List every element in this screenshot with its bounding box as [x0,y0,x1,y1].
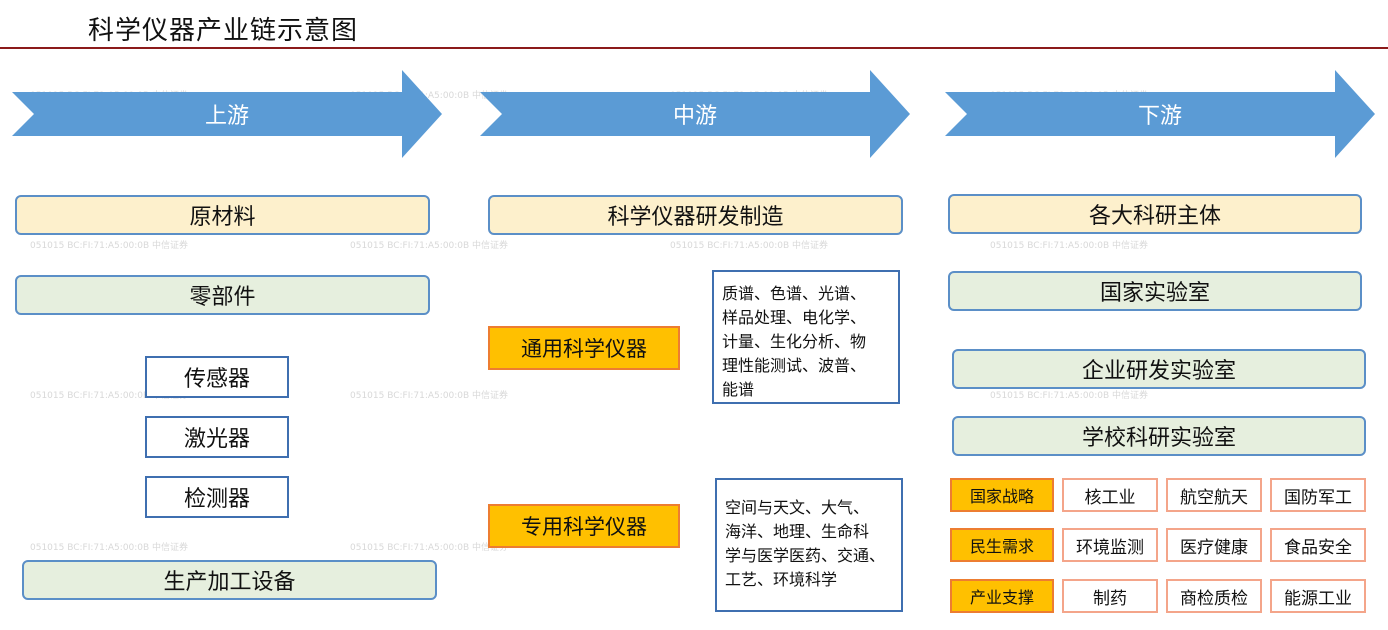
desc-line: 工艺、环境科学 [725,570,838,589]
application-box: 航空航天 [1166,478,1262,512]
arrow-shape [480,70,910,158]
midstream-rd-box: 科学仪器研发制造 [488,195,903,235]
application-box: 环境监测 [1062,528,1158,562]
stage-arrow-upstream: 上游 [12,70,442,158]
arrow-shape [12,70,442,158]
title-rule [0,47,1388,49]
stage-arrow-midstream: 中游 [480,70,910,158]
watermark: 051015 BC:FI:71:A5:00:0B 中信证券 [350,241,509,251]
desc-line: 样品处理、电化学、 [722,308,867,327]
stage-label: 中游 [672,104,717,129]
watermark: 051015 BC:FI:71:A5:00:0B 中信证券 [30,241,189,251]
watermark: 051015 BC:FI:71:A5:00:0B 中信证券 [990,391,1149,401]
desc-line: 学与医学医药、交通、 [725,546,886,565]
component-box: 激光器 [145,416,289,458]
special-instruments-desc: 空间与天文、大气、 海洋、地理、生命科 学与医学医药、交通、 工艺、环境科学 [715,478,903,612]
upstream-equipment-box: 生产加工设备 [22,560,437,600]
special-instruments-box: 专用科学仪器 [488,504,680,548]
page-title: 科学仪器产业链示意图 [88,16,359,46]
category-box: 国家战略 [950,478,1054,512]
watermark: 051015 BC:FI:71:A5:00:0B 中信证券 [350,543,509,553]
downstream-main-box: 各大科研主体 [948,194,1362,234]
application-box: 商检质检 [1166,579,1262,613]
desc-line: 空间与天文、大气、 [725,498,870,517]
desc-line: 能谱 [722,380,755,399]
desc-line: 质谱、色谱、光谱、 [722,284,867,303]
application-box: 能源工业 [1270,579,1366,613]
desc-line: 计量、生化分析、物 [722,332,867,351]
upstream-parts-box: 零部件 [15,275,430,315]
watermark: 051015 BC:FI:71:A5:00:0B 中信证券 [350,391,509,401]
stage-label: 下游 [1137,104,1182,129]
lab-box-school: 学校科研实验室 [952,416,1366,456]
component-box: 传感器 [145,356,289,398]
watermark: 051015 BC:FI:71:A5:00:0B 中信证券 [990,241,1149,251]
watermark: 051015 BC:FI:71:A5:00:0B 中信证券 [30,391,189,401]
component-box: 检测器 [145,476,289,518]
application-box: 医疗健康 [1166,528,1262,562]
application-box: 制药 [1062,579,1158,613]
lab-box-enterprise: 企业研发实验室 [952,349,1366,389]
desc-line: 海洋、地理、生命科 [725,522,870,541]
general-instruments-box: 通用科学仪器 [488,326,680,370]
stage-label: 上游 [204,104,249,129]
watermark: 051015 BC:FI:71:A5:00:0B 中信证券 [30,543,189,553]
category-box: 民生需求 [950,528,1054,562]
application-box: 国防军工 [1270,478,1366,512]
watermark: 051015 BC:FI:71:A5:00:0B 中信证券 [670,241,829,251]
application-box: 核工业 [1062,478,1158,512]
lab-box-national: 国家实验室 [948,271,1362,311]
general-instruments-desc: 质谱、色谱、光谱、 样品处理、电化学、 计量、生化分析、物 理性能测试、波普、 … [712,270,900,404]
stage-arrow-downstream: 下游 [945,70,1375,158]
upstream-materials-box: 原材料 [15,195,430,235]
desc-line: 理性能测试、波普、 [722,356,867,375]
arrow-shape [945,70,1375,158]
application-box: 食品安全 [1270,528,1366,562]
category-box: 产业支撑 [950,579,1054,613]
watermark: 051015 BC:FI:71:A5:00:0B 中信证券 [350,91,509,101]
